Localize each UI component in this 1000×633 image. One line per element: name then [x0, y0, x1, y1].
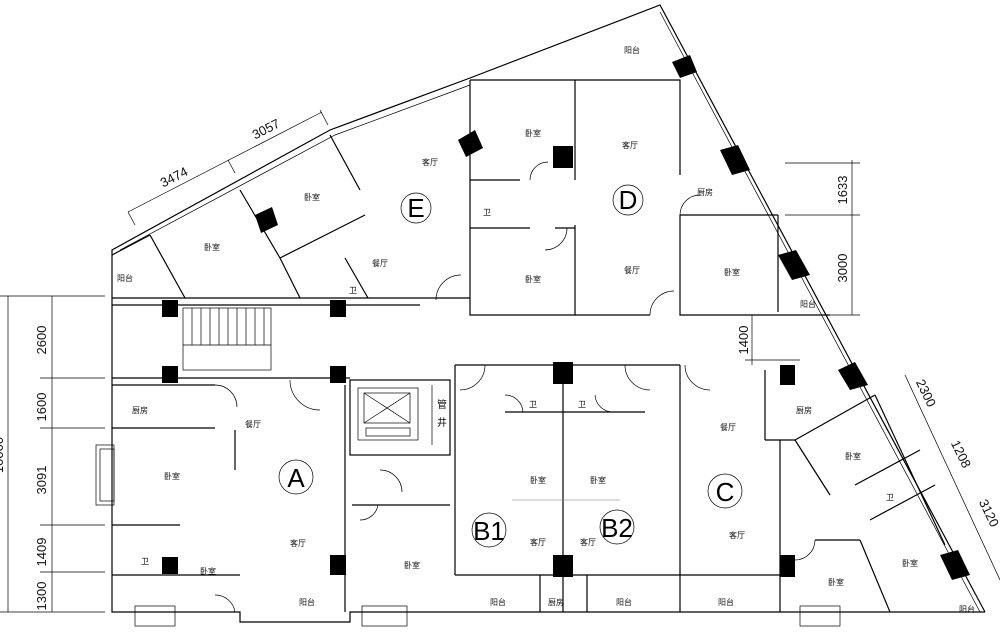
room-bedroom: 卧室: [525, 128, 541, 138]
shaft-label-1: 管: [437, 398, 447, 411]
dim-left-2600: 2600: [34, 326, 49, 355]
room-bedroom: 卧室: [525, 274, 541, 284]
room-dining: 餐厅: [624, 266, 640, 275]
room-dining: 餐厅: [720, 423, 736, 432]
room-bedroom: 卧室: [164, 471, 180, 481]
room-living: 客厅: [530, 537, 546, 547]
dim-right-3120: 3120: [976, 497, 1000, 530]
dim-left-1409: 1409: [34, 538, 49, 567]
room-bedroom: 卧室: [828, 577, 844, 587]
room-bedroom: 卧室: [724, 267, 740, 277]
room-balcony: 阳台: [624, 45, 640, 55]
room-bath: 卫: [141, 557, 149, 566]
structural-columns: [162, 55, 970, 580]
outer-walls: [95, 4, 986, 627]
room-bath: 卫: [483, 208, 491, 217]
room-balcony: 阳台: [117, 273, 133, 283]
room-balcony: 阳台: [800, 299, 816, 309]
room-bedroom: 卧室: [590, 475, 606, 485]
dim-right-3000: 3000: [835, 254, 850, 283]
dim-left-3091: 3091: [34, 466, 49, 495]
room-kitchen: 厨房: [697, 187, 713, 197]
room-bath: 卫: [529, 400, 537, 409]
room-dining: 餐厅: [372, 259, 388, 268]
dim-top-3474: 3474: [158, 164, 191, 190]
unit-e-label: E: [407, 193, 424, 223]
room-balcony: 阳台: [616, 597, 632, 607]
room-labels: 阳台 卧室 客厅 客厅 卫 厨房 卧室 餐厅 卧室 阳台 卧室 卧室 阳台 餐厅…: [117, 45, 975, 614]
room-kitchen: 厨房: [548, 597, 564, 607]
room-bath: 卫: [349, 286, 357, 295]
lower-walls: [112, 364, 946, 613]
room-living: 客厅: [422, 157, 438, 167]
stairs: [182, 307, 272, 371]
room-living: 客厅: [290, 538, 306, 548]
room-bedroom: 卧室: [304, 192, 320, 202]
shaft-label-2: 井: [437, 416, 447, 429]
upper-walls: [111, 79, 830, 316]
dim-left-1300: 1300: [34, 582, 49, 611]
room-bedroom: 卧室: [404, 560, 420, 570]
room-living: 客厅: [580, 537, 596, 547]
room-balcony: 阳台: [959, 604, 975, 614]
room-bath: 卫: [886, 493, 894, 502]
dim-right-1208: 1208: [948, 438, 974, 471]
unit-b2-label: B2: [601, 513, 633, 543]
dimension-lines: [0, 109, 1000, 613]
room-kitchen: 厨房: [132, 405, 148, 415]
dim-right-2300: 2300: [913, 377, 939, 410]
room-bedroom: 卧室: [200, 566, 216, 576]
dim-right-1400: 1400: [736, 326, 751, 355]
room-balcony: 阳台: [299, 597, 315, 607]
unit-d-label: D: [619, 185, 638, 215]
room-dining: 餐厅: [245, 420, 261, 429]
room-bedroom: 卧室: [845, 451, 861, 461]
dim-right-1633: 1633: [835, 176, 850, 205]
unit-b1-label: B1: [473, 516, 505, 546]
unit-a-label: A: [287, 463, 305, 493]
room-bath: 卫: [578, 400, 586, 409]
room-bedroom: 卧室: [902, 558, 918, 568]
room-living: 客厅: [729, 530, 745, 540]
unit-markers: E D A B1 B2 C: [278, 184, 743, 548]
room-living: 客厅: [622, 140, 638, 150]
room-bedroom: 卧室: [530, 475, 546, 485]
room-balcony: 阳台: [490, 597, 506, 607]
room-kitchen: 厨房: [796, 405, 812, 415]
dim-left-total: 10000: [0, 437, 6, 473]
dim-left-1600: 1600: [34, 393, 49, 422]
unit-c-label: C: [716, 477, 735, 507]
room-balcony: 阳台: [718, 597, 734, 607]
dim-top-3057: 3057: [250, 116, 283, 142]
room-bedroom: 卧室: [204, 242, 220, 252]
